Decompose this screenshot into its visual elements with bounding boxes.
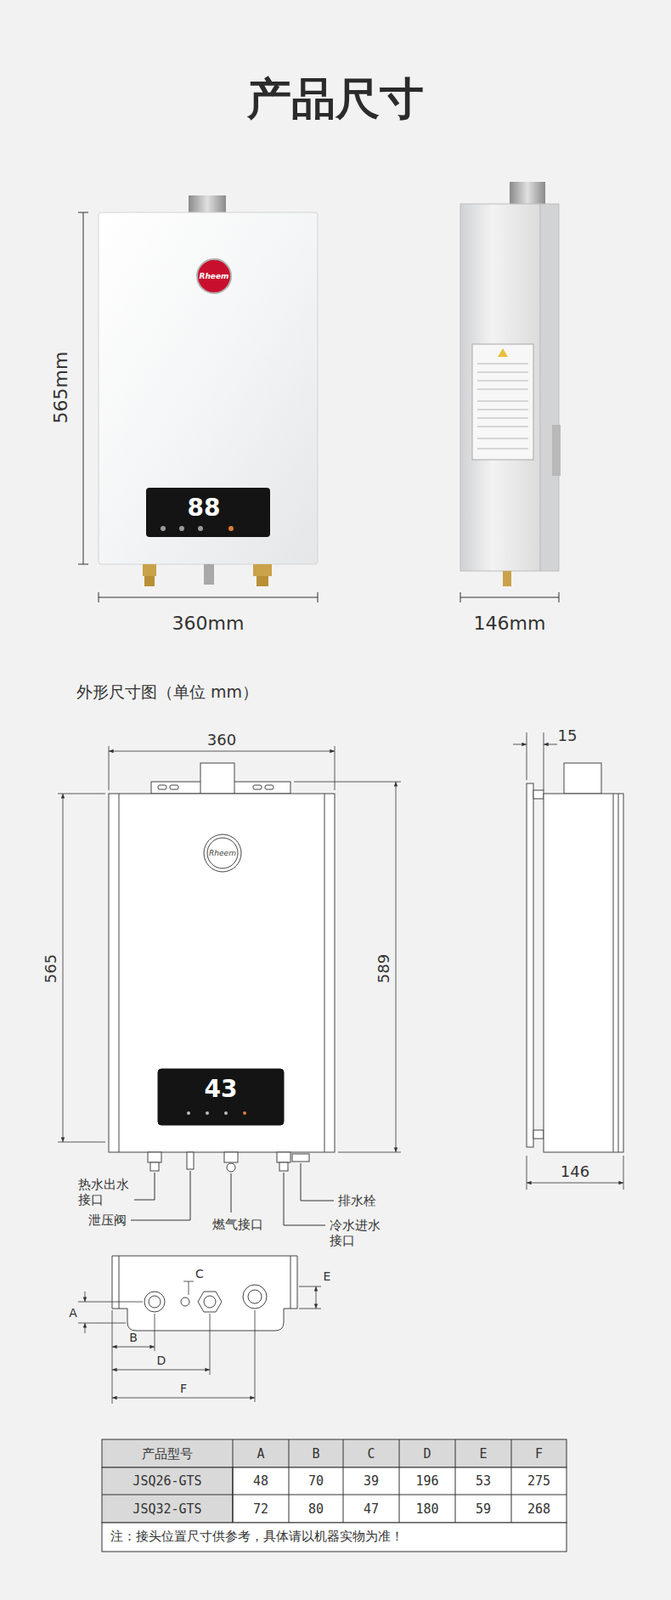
table-cell: 275 [527,1472,551,1489]
front-drawing [108,762,335,1172]
part-name: 燃气接口 [212,1216,264,1232]
table-cell: 产品型号 [141,1445,193,1461]
table-note: 注：接头位置尺寸供参考，具体请以机器实物为准！ [110,1528,404,1544]
dimension-value: 15 [558,726,578,745]
dimension-letter: D [157,1353,167,1368]
table-cell: 53 [475,1472,491,1489]
table-cell: 180 [415,1500,439,1517]
display-digits: 88 [187,493,221,523]
table-cell: JSQ26-GTS [132,1472,202,1489]
brand-logo: Rheem [208,848,237,858]
table-cell: A [256,1445,265,1461]
page-title: 产品尺寸 [247,72,424,125]
table-cell: 80 [308,1500,324,1517]
table-cell: D [422,1445,431,1461]
dimension-value: 589 [374,953,394,983]
table-cell: C [366,1445,375,1461]
table-cell: 196 [415,1472,439,1489]
table-cell: 39 [363,1472,379,1489]
part-name: 冷水进水接口 [329,1217,383,1248]
part-name: 泄压阀 [88,1212,127,1228]
display-digits: 43 [204,1074,238,1104]
table-cell: 47 [363,1500,379,1517]
dimension-letter: E [323,1268,332,1284]
table-grid [101,1438,567,1551]
side-drawing [526,762,624,1152]
dimension-letter: A [68,1305,78,1320]
dimension-letter: C [195,1266,204,1281]
table-cell: JSQ32-GTS [132,1500,202,1517]
bottom-view [112,1255,298,1331]
section-heading: 外形尺寸图（单位 mm） [76,682,259,702]
dimension-letter: B [129,1330,138,1345]
dimension-value: 360mm [172,612,245,635]
table-cell: 48 [253,1472,269,1489]
table-cell: F [535,1445,543,1461]
table-cell: 70 [308,1472,324,1489]
leader-lines [130,1162,334,1225]
table-cell: 268 [527,1500,551,1517]
table-cell: 59 [475,1500,491,1517]
dimension-lines [78,1280,322,1404]
brand-logo: Rheem [199,271,230,282]
part-name: 热水出水接口 [78,1176,131,1207]
dimension-letter: F [180,1381,187,1396]
table-cell: B [311,1445,320,1461]
table-cell: E [479,1445,487,1461]
table-cell: 72 [253,1500,269,1517]
dimension-lines [513,732,624,1190]
dimension-value: 360 [207,730,237,750]
front-photo [98,195,318,587]
dimension-lines [57,745,401,1152]
part-name: 排水栓 [338,1192,377,1208]
dimension-value: 146 [560,1161,590,1181]
dimension-value: 565mm [50,351,73,424]
dimension-value: 565 [41,953,61,983]
side-photo [460,181,561,587]
dimension-value: 146mm [473,612,547,635]
